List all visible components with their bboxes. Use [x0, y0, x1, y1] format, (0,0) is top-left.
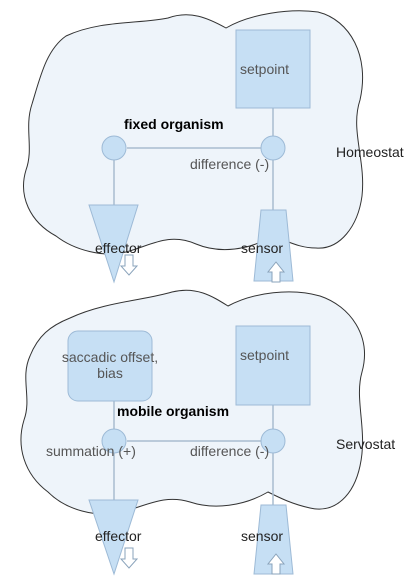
arrow-up-icon	[266, 261, 286, 283]
homeostat-effector-node	[101, 135, 127, 161]
servostat-effector-shape	[88, 499, 139, 576]
homeostat-sensor-shape	[253, 209, 294, 282]
servostat-panel	[20, 289, 365, 576]
servostat-offset-label: saccadic offset, bias	[52, 349, 168, 381]
arrow-down-icon	[119, 254, 139, 276]
servostat-setpoint-label: setpoint	[240, 347, 290, 363]
servostat-summation-node	[101, 428, 127, 454]
servostat-difference-node	[260, 428, 286, 454]
homeostat-panel	[23, 10, 364, 284]
servostat-sensor-label: sensor	[241, 528, 284, 544]
homeostat-organism-label: fixed organism	[124, 116, 224, 132]
servostat-offset-label-line1: saccadic offset,	[61, 349, 159, 365]
homeostat-organism-blob	[23, 10, 364, 255]
servostat-label: Servostat	[336, 436, 396, 452]
homeostat-difference-label: difference (-)	[190, 156, 270, 172]
servostat-organism-label: mobile organism	[117, 403, 230, 419]
servostat-sensor-shape	[253, 504, 294, 575]
homeostat-setpoint-label: setpoint	[240, 61, 290, 77]
arrow-down-icon	[119, 547, 139, 569]
servostat-effector-label: effector	[95, 528, 142, 544]
servostat-difference-label: difference (-)	[190, 443, 270, 459]
servostat-offset-box	[67, 330, 153, 402]
arrow-up-icon	[266, 553, 286, 575]
homeostat-effector-label: effector	[95, 240, 142, 256]
homeostat-sensor-label: sensor	[241, 240, 284, 256]
homeostat-setpoint-box	[235, 29, 311, 109]
servostat-summation-label: summation (+)	[46, 443, 136, 459]
servostat-setpoint-box	[235, 325, 311, 406]
homeostat-label: Homeostat	[336, 144, 404, 160]
servostat-offset-label-line2: bias	[97, 365, 123, 381]
homeostat-effector-shape	[88, 204, 139, 284]
homeostat-difference-node	[260, 135, 286, 161]
